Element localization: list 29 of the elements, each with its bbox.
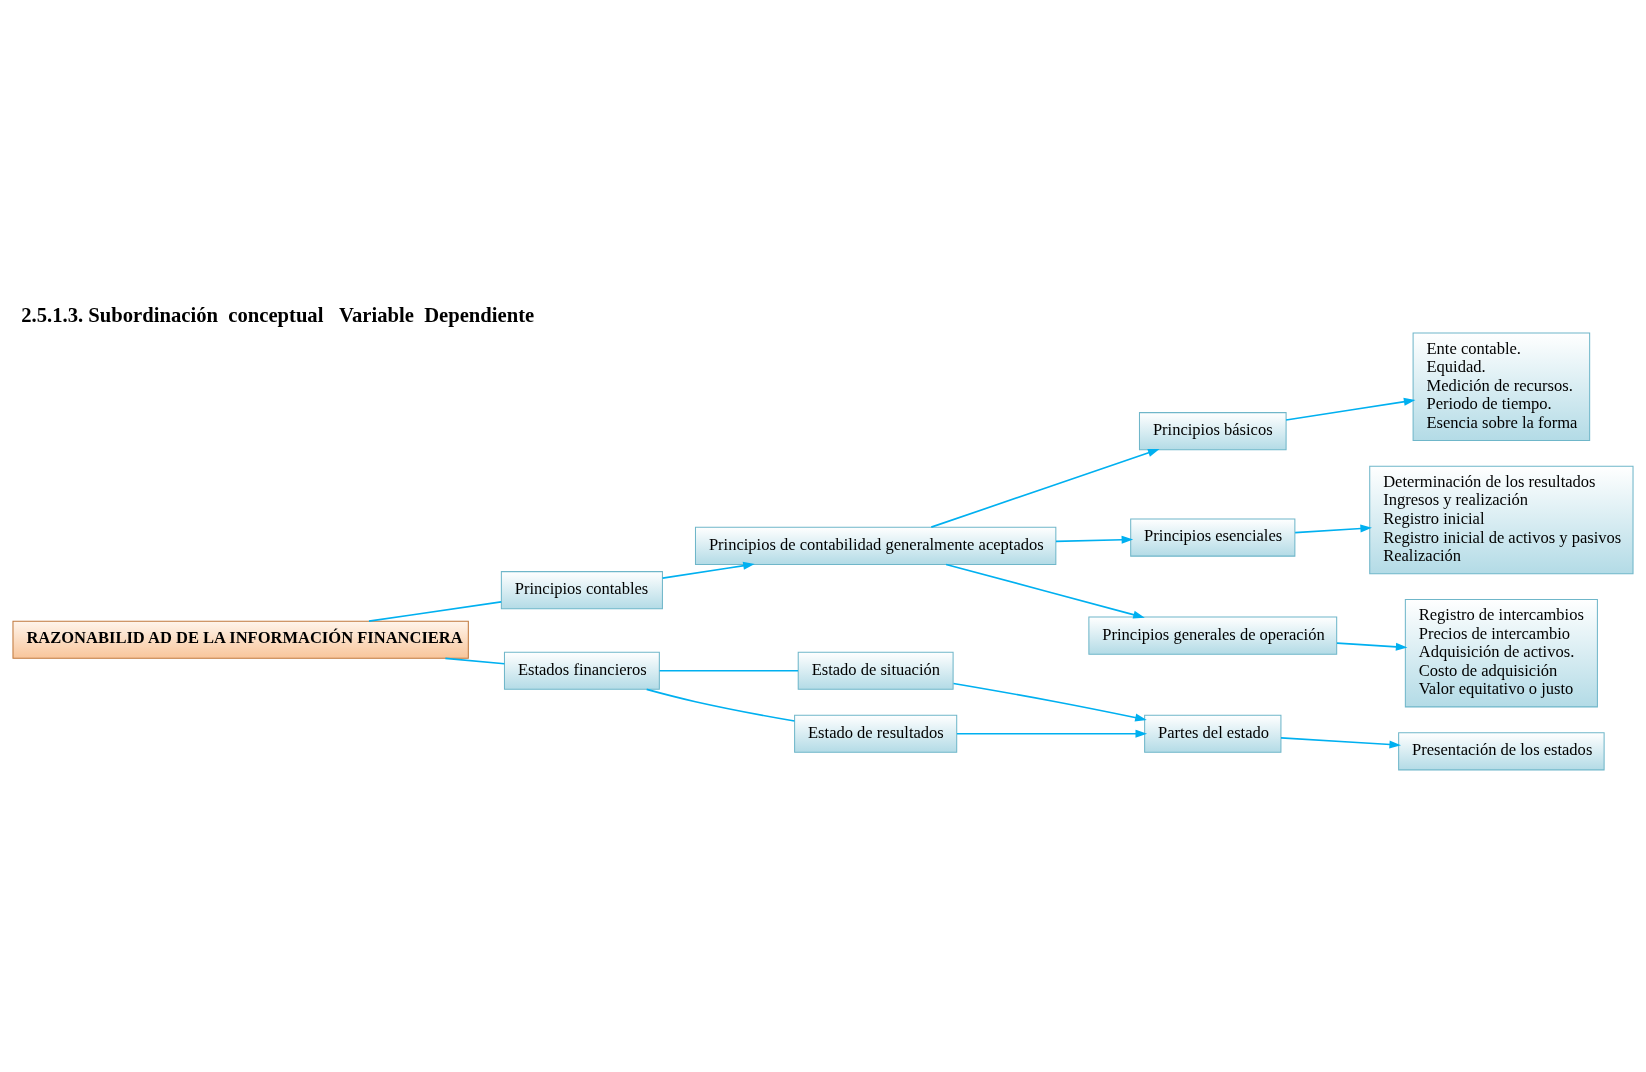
arrow (661, 561, 755, 579)
node-box: Principios generales de operación (1088, 616, 1338, 655)
node-box: Estado de resultados (794, 714, 958, 753)
arrow (1280, 737, 1401, 749)
connector (658, 669, 799, 672)
connector (444, 657, 506, 665)
arrow (1055, 535, 1134, 544)
node-box: Ente contable. Equidad. Medición de recursos. Periodo de tiempo. Esencia sobre la forma (1412, 332, 1591, 441)
node-box: Principios contables (500, 571, 663, 610)
arrow (952, 682, 1147, 722)
node-box: Principios básicos (1138, 412, 1287, 451)
connector (645, 688, 796, 722)
arrow (1285, 397, 1416, 421)
arrow (1336, 642, 1408, 651)
node-box: Principios esenciales (1130, 518, 1296, 557)
node-box: Registro de intercambios Precios de intercambio Adquisición de activos. Costo de adquisición Valor equitativo o justo (1404, 599, 1598, 708)
node-box: Estados financieros (503, 651, 660, 690)
connector (368, 601, 502, 622)
node-box: Determinación de los resultados Ingresos y realización Registro inicial Registro inicial de activos y pasivos Realización (1369, 465, 1634, 575)
node-box: Presentación de los estados (1398, 732, 1605, 771)
node-box: Principios de contabilidad generalmente aceptados (694, 526, 1057, 565)
arrow (930, 448, 1160, 528)
arrow (956, 729, 1148, 738)
arrow (1294, 524, 1372, 534)
node-box: Estado de situación (797, 651, 954, 690)
node-box: RAZONABILID AD DE LA INFORMACIÓN FINANCIERA (12, 620, 469, 659)
diagram-title: 2.5.1.3. Subordinación conceptual Variable Dependiente (21, 303, 535, 326)
node-box: Partes del estado (1144, 714, 1282, 753)
arrow (945, 563, 1145, 619)
